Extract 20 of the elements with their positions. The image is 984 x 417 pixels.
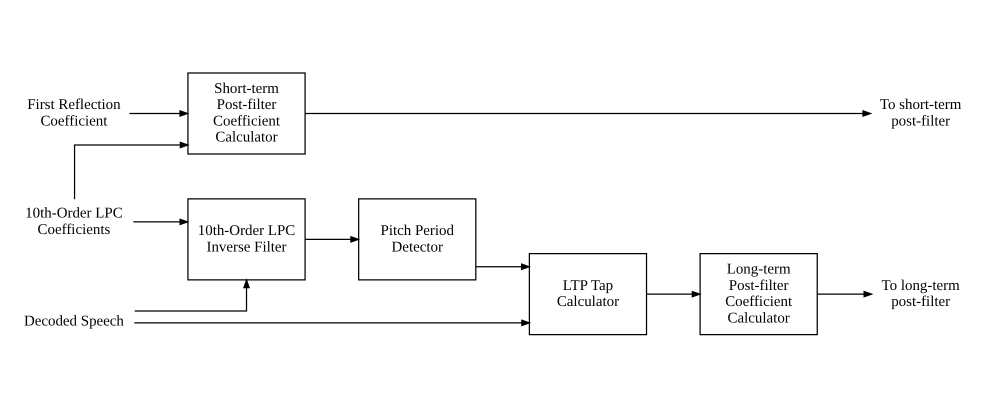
node-box: Short-term Post-filter Coefficient Calculator	[187, 72, 306, 155]
arrow	[646, 290, 702, 298]
arrow	[129, 110, 190, 117]
arrow	[134, 278, 250, 312]
arrow	[476, 263, 531, 270]
node-box: 10th-Order LPC Inverse Filter	[187, 198, 306, 280]
arrow	[305, 236, 360, 243]
arrow	[305, 110, 872, 117]
node-text: To long-term post-filter	[882, 278, 960, 310]
node-text: To short-term post-filter	[880, 97, 962, 130]
node-text: First Reflection Coefficient	[27, 97, 121, 130]
arrow	[134, 319, 532, 326]
node-box: LTP Tap Calculator	[528, 253, 648, 336]
arrow	[74, 141, 190, 200]
node-box: Long-term Post-filter Coefficient Calculator	[699, 253, 818, 336]
arrow	[818, 290, 874, 298]
node-text: 10th-Order LPC Coefficients	[25, 206, 123, 238]
node-box: Pitch Period Detector	[358, 198, 476, 280]
arrow	[133, 218, 190, 226]
node-text: Decoded Speech	[24, 313, 124, 330]
